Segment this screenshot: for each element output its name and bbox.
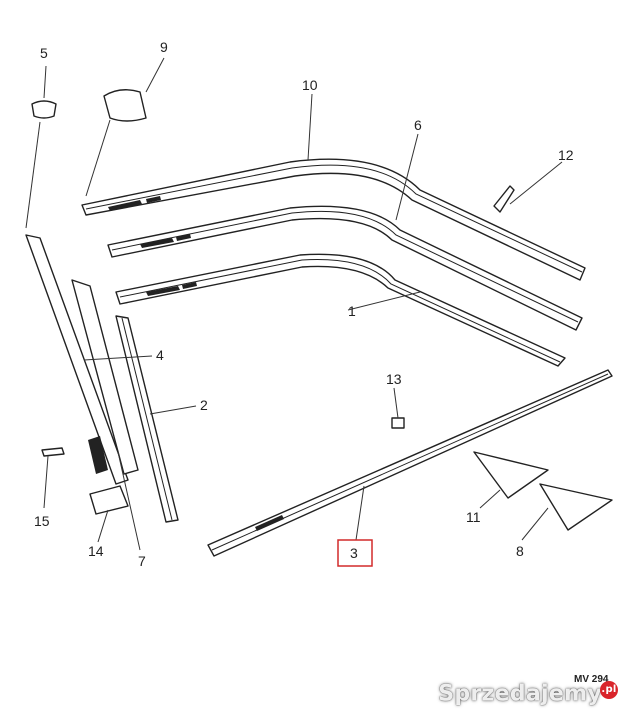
part-12-screw <box>493 185 515 213</box>
drawing-code: MV 294 <box>574 674 609 685</box>
leader-lines <box>25 57 563 551</box>
part-8-corner-piece <box>539 483 613 531</box>
callout-7: 7 <box>138 553 146 569</box>
part-3-sill-moulding <box>207 369 613 557</box>
watermark-logo: Sprzedajemy.pl <box>438 680 618 706</box>
watermark-text: Sprzedajemy <box>438 681 602 706</box>
callout-1: 1 <box>348 303 356 319</box>
callout-4: 4 <box>156 347 164 363</box>
part-1-lower-moulding <box>115 253 566 367</box>
part-6-middle-moulding <box>107 205 583 331</box>
part-7-pillar-trim <box>25 234 139 485</box>
callout-3-highlight-box <box>337 539 373 567</box>
part-14-bracket <box>89 485 129 515</box>
callout-13: 13 <box>386 371 402 387</box>
callout-9: 9 <box>160 39 168 55</box>
part-2-pillar-strip <box>115 315 179 523</box>
callout-6: 6 <box>414 117 422 133</box>
part-13-clip <box>391 417 405 429</box>
part-15-pin <box>41 447 65 457</box>
watermark-badge: .pl <box>600 680 618 699</box>
callout-8: 8 <box>516 543 524 559</box>
callout-12: 12 <box>558 147 574 163</box>
callout-3: 3 <box>350 545 358 561</box>
part-9-clip <box>103 89 147 122</box>
part-10-roof-moulding <box>81 158 586 281</box>
callout-2: 2 <box>200 397 208 413</box>
part-11-corner-piece <box>473 451 549 499</box>
callout-14: 14 <box>88 543 104 559</box>
callout-11: 11 <box>466 509 481 525</box>
part-5-plug <box>31 100 57 119</box>
callout-15: 15 <box>34 513 50 529</box>
callout-10: 10 <box>302 77 318 93</box>
callout-5: 5 <box>40 45 48 61</box>
